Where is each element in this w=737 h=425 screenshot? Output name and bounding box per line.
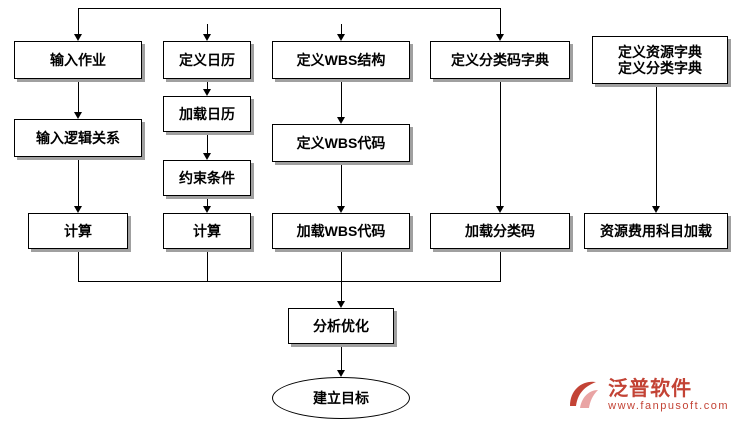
node-load-calendar[interactable]: 加载日历 bbox=[163, 96, 251, 132]
node-label: 计算 bbox=[193, 222, 221, 239]
arrow-into-define-calendar bbox=[203, 34, 211, 41]
connector-top-bus-left-drop bbox=[78, 8, 79, 34]
node-label: 建立目标 bbox=[313, 390, 369, 406]
arrow-into-calc-mid bbox=[203, 206, 211, 213]
connector-drop-define-calendar bbox=[207, 24, 208, 36]
node-label: 输入作业 bbox=[50, 51, 106, 68]
connector-constraints-to-calc-mid bbox=[207, 196, 208, 206]
connector-resource-dict-to-load bbox=[656, 84, 657, 206]
arrow-into-define-code-dict bbox=[496, 34, 504, 41]
connector-load-class-down bbox=[500, 249, 501, 281]
arrow-into-input-logic bbox=[74, 112, 82, 119]
connector-bottom-merge-bus bbox=[78, 281, 501, 282]
node-define-calendar[interactable]: 定义日历 bbox=[163, 41, 251, 79]
node-label: 定义资源字典 定义分类字典 bbox=[618, 43, 702, 76]
brand-text: 泛普软件 www.fanpusoft.com bbox=[608, 378, 729, 412]
node-define-wbs-structure[interactable]: 定义WBS结构 bbox=[272, 41, 410, 79]
node-establish-goal[interactable]: 建立目标 bbox=[272, 377, 410, 419]
node-label: 计算 bbox=[64, 222, 92, 239]
node-label: 资源费用科目加载 bbox=[600, 222, 712, 239]
node-define-code-dict[interactable]: 定义分类码字典 bbox=[430, 41, 570, 79]
arrow-into-load-class-code bbox=[496, 206, 504, 213]
brand-mark-icon bbox=[564, 376, 602, 414]
connector-load-wbs-down bbox=[341, 249, 342, 281]
node-constraints[interactable]: 约束条件 bbox=[163, 160, 251, 196]
node-calc-left[interactable]: 计算 bbox=[28, 213, 128, 249]
node-load-wbs-code[interactable]: 加载WBS代码 bbox=[272, 213, 410, 249]
node-label: 加载分类码 bbox=[465, 222, 535, 239]
node-label: 加载WBS代码 bbox=[296, 222, 386, 239]
arrow-into-define-wbs-structure bbox=[337, 34, 345, 41]
arrow-into-load-wbs-code bbox=[337, 206, 345, 213]
connector-calc-left-down bbox=[78, 249, 79, 281]
arrow-into-load-calendar bbox=[203, 89, 211, 96]
arrow-into-load-resource-cost bbox=[652, 206, 660, 213]
arrow-into-establish-goal bbox=[337, 370, 345, 377]
node-define-wbs-code[interactable]: 定义WBS代码 bbox=[272, 124, 410, 162]
node-label: 约束条件 bbox=[179, 169, 235, 186]
brand-url: www.fanpusoft.com bbox=[608, 399, 729, 412]
connector-top-bus-right-drop bbox=[500, 8, 501, 34]
arrow-into-calc-left bbox=[74, 206, 82, 213]
brand-name-cn: 泛普软件 bbox=[608, 377, 693, 400]
arrow-into-analyze-optimize bbox=[337, 301, 345, 308]
node-label: 加载日历 bbox=[179, 105, 235, 122]
node-input-logic[interactable]: 输入逻辑关系 bbox=[14, 119, 142, 157]
connector-define-calendar-to-load bbox=[207, 79, 208, 89]
arrow-into-constraints bbox=[203, 153, 211, 160]
node-label: 定义分类码字典 bbox=[451, 51, 549, 68]
connector-wbs-structure-to-code bbox=[341, 79, 342, 117]
connector-analyze-to-goal bbox=[341, 344, 342, 370]
node-label: 定义WBS代码 bbox=[296, 134, 386, 151]
node-define-resource-dict[interactable]: 定义资源字典 定义分类字典 bbox=[592, 36, 728, 84]
connector-bus-to-analyze bbox=[341, 281, 342, 301]
connector-input-task-to-logic bbox=[78, 79, 79, 112]
node-calc-mid[interactable]: 计算 bbox=[163, 213, 251, 249]
node-label: 定义WBS结构 bbox=[296, 51, 386, 68]
arrow-into-input-task bbox=[74, 34, 82, 41]
connector-wbs-code-to-load bbox=[341, 162, 342, 206]
node-label: 分析优化 bbox=[313, 317, 369, 334]
node-load-resource-cost[interactable]: 资源费用科目加载 bbox=[584, 213, 728, 249]
node-analyze-optimize[interactable]: 分析优化 bbox=[288, 308, 394, 344]
connector-code-dict-to-load-class bbox=[500, 79, 501, 206]
node-label: 输入逻辑关系 bbox=[36, 129, 120, 146]
connector-logic-to-calc-left bbox=[78, 157, 79, 206]
node-input-task[interactable]: 输入作业 bbox=[14, 41, 142, 79]
connector-drop-define-wbs-structure bbox=[341, 24, 342, 36]
connector-top-bus bbox=[78, 8, 500, 9]
node-label: 定义日历 bbox=[179, 51, 235, 68]
node-load-class-code[interactable]: 加载分类码 bbox=[430, 213, 570, 249]
connector-load-calendar-to-constraints bbox=[207, 132, 208, 153]
watermark-logo: 泛普软件 www.fanpusoft.com bbox=[564, 371, 729, 419]
connector-calc-mid-down bbox=[207, 249, 208, 281]
arrow-into-define-wbs-code bbox=[337, 117, 345, 124]
